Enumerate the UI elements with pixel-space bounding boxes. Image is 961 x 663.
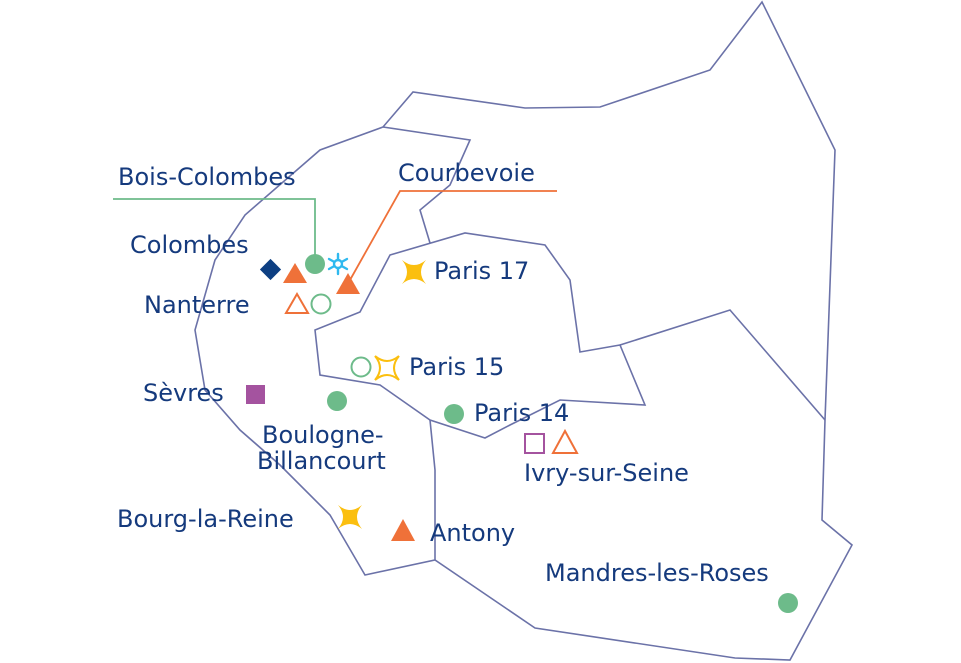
snowflake-icon bbox=[327, 252, 349, 276]
bois-colombes-leader bbox=[113, 198, 316, 258]
circle-marker bbox=[305, 254, 325, 274]
triangle-outline-marker bbox=[284, 292, 310, 314]
label-bois-colombes: Bois-Colombes bbox=[118, 163, 296, 191]
square-marker bbox=[246, 385, 265, 404]
star-marker bbox=[338, 505, 362, 529]
circle-marker bbox=[778, 593, 798, 613]
diamond-marker bbox=[259, 258, 282, 281]
label-mandres: Mandres-les-Roses bbox=[545, 559, 769, 587]
circle-outline-marker bbox=[350, 356, 372, 378]
label-paris-15: Paris 15 bbox=[409, 353, 505, 381]
label-boulogne-line2: Billancourt bbox=[257, 447, 386, 475]
south-border bbox=[429, 419, 436, 560]
label-sevres: Sèvres bbox=[143, 379, 224, 407]
label-paris-17: Paris 17 bbox=[434, 257, 530, 285]
triangle-marker bbox=[336, 273, 360, 294]
label-colombes: Colombes bbox=[130, 231, 249, 259]
district-borders bbox=[194, 0, 854, 661]
triangle-marker bbox=[391, 519, 415, 541]
label-antony: Antony bbox=[430, 519, 516, 547]
east-border bbox=[619, 309, 826, 421]
label-paris-14: Paris 14 bbox=[474, 399, 570, 427]
label-courbevoie: Courbevoie bbox=[398, 159, 535, 187]
star-marker bbox=[402, 260, 426, 284]
triangle-marker bbox=[283, 263, 307, 283]
square-outline-marker bbox=[524, 433, 545, 454]
paris-border bbox=[314, 232, 647, 439]
circle-outline-marker bbox=[310, 293, 332, 315]
label-boulogne-line1: Boulogne- bbox=[262, 421, 384, 449]
label-nanterre: Nanterre bbox=[144, 291, 250, 319]
triangle-outline-marker bbox=[551, 428, 579, 454]
north-border bbox=[382, 126, 472, 244]
label-ivry: Ivry-sur-Seine bbox=[524, 459, 689, 487]
courbevoie-leader bbox=[349, 190, 557, 281]
circle-marker bbox=[327, 391, 347, 411]
label-bourg-la-reine: Bourg-la-Reine bbox=[117, 505, 294, 533]
circle-marker bbox=[444, 404, 464, 424]
outer-border bbox=[194, 0, 854, 661]
star-outline-marker bbox=[374, 355, 400, 381]
